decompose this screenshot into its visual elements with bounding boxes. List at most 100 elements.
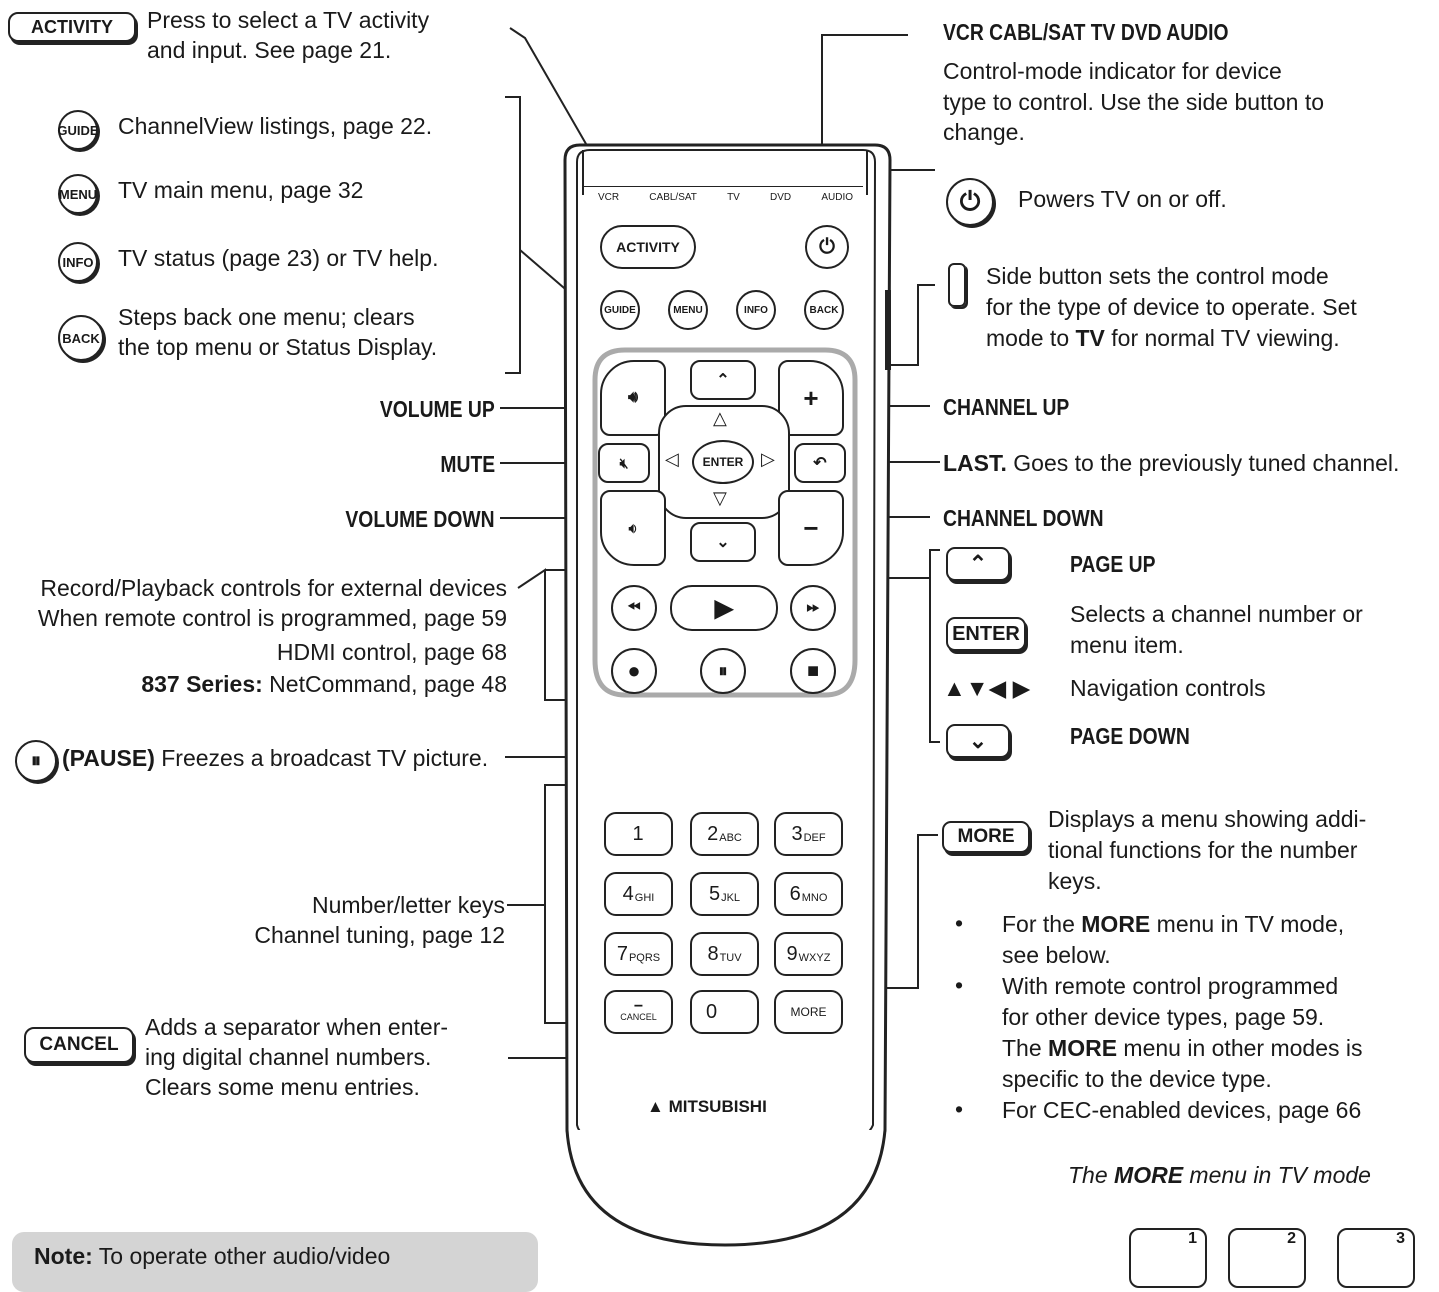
bullet-2-text-2: for other device types, page 59. <box>1002 1004 1325 1030</box>
menu-text: TV main menu, page 32 <box>118 177 364 203</box>
enter-text-2: menu item. <box>1070 632 1184 658</box>
bullet-2-text-4: specific to the device type. <box>1002 1066 1272 1092</box>
mode-vcr: VCR <box>598 192 620 203</box>
bullet-2-text-3: The MORE menu in other modes is <box>1002 1035 1363 1061</box>
activity-badge: ACTIVITY <box>8 12 136 42</box>
remote-mute-button[interactable]: 🔇︎ <box>598 443 650 483</box>
remote-power-button[interactable]: ⏻ <box>805 225 849 269</box>
record-text-2: When remote control is programmed, page … <box>37 605 507 631</box>
nav-down-icon[interactable]: ▽ <box>713 488 727 508</box>
nav-up-icon[interactable]: △ <box>713 408 727 428</box>
volume-up-label: VOLUME UP <box>380 396 495 422</box>
more-text-2: tional functions for the number <box>1048 837 1358 863</box>
guide-badge: GUIDE <box>57 110 99 150</box>
nav-arrows-icon: ▲▼◀ ▶ <box>943 675 1031 701</box>
remote-channel-down-button[interactable]: − <box>778 490 844 566</box>
mode-dvd: DVD <box>770 192 792 203</box>
remote-record-button[interactable]: ● <box>611 648 657 694</box>
mode-divider <box>583 186 863 187</box>
remote-back-button[interactable]: BACK <box>804 290 844 330</box>
mini-key-1: 1 <box>1129 1228 1207 1288</box>
guide-text: ChannelView listings, page 22. <box>118 113 433 139</box>
bullet-2: • <box>955 972 964 998</box>
remote-forward-button[interactable]: ⏩︎ <box>790 585 836 631</box>
number-keys-text-1: Number/letter keys <box>311 892 505 918</box>
page-down-label: PAGE DOWN <box>1070 723 1190 749</box>
remote-rewind-button[interactable]: ⏪︎ <box>611 585 657 631</box>
volume-down-label: VOLUME DOWN <box>345 506 495 532</box>
pause-icon: ⏸︎ <box>15 740 57 782</box>
remote-volume-down-button[interactable]: 🔉︎ <box>600 490 666 566</box>
number-keys-text-2: Channel tuning, page 12 <box>254 922 505 948</box>
remote-page-down-button[interactable]: ⌄ <box>690 522 756 562</box>
mini-key-2: 2 <box>1228 1228 1306 1288</box>
modes-desc-1: Control-mode indicator for device <box>943 58 1282 84</box>
nav-text: Navigation controls <box>1070 675 1266 701</box>
cancel-text-3: Clears some menu entries. <box>145 1074 420 1100</box>
remote-key-cancel[interactable]: −CANCEL <box>604 990 673 1034</box>
remote-last-button[interactable]: ↶ <box>794 443 846 483</box>
cancel-text-2: ing digital channel numbers. <box>145 1044 432 1070</box>
bullet-1-text-1: For the MORE menu in TV mode, <box>1002 911 1345 937</box>
channel-down-label: CHANNEL DOWN <box>943 505 1104 531</box>
side-button-icon <box>948 263 966 307</box>
bullet-3: • <box>955 1096 964 1122</box>
remote-guide-button[interactable]: GUIDE <box>600 290 640 330</box>
remote-page-up-button[interactable]: ⌃ <box>690 360 756 400</box>
nav-left-icon[interactable]: ◁ <box>665 449 679 469</box>
remote-activity-button[interactable]: ACTIVITY <box>600 225 696 269</box>
remote-key-1[interactable]: 1 <box>604 812 673 856</box>
remote-key-more[interactable]: MORE <box>774 990 843 1034</box>
page-down-badge: ⌄ <box>946 724 1010 758</box>
bullet-2-text-1: With remote control programmed <box>1002 973 1339 999</box>
note-text: Note: To operate other audio/video <box>34 1243 391 1269</box>
cancel-badge: CANCEL <box>24 1027 134 1063</box>
bullet-3-text: For CEC-enabled devices, page 66 <box>1002 1097 1362 1123</box>
record-text-4: 837 Series: NetCommand, page 48 <box>141 671 507 697</box>
info-badge: INFO <box>58 242 98 282</box>
record-text-1: Record/Playback controls for external de… <box>40 575 507 601</box>
brand-name: MITSUBISHI <box>668 1097 767 1116</box>
side-text-3: mode to TV for normal TV viewing. <box>986 325 1340 351</box>
page-up-label: PAGE UP <box>1070 551 1156 577</box>
remote-stop-button[interactable]: ■ <box>790 648 836 694</box>
more-badge: MORE <box>942 821 1030 853</box>
bullet-1-text-2: see below. <box>1002 942 1111 968</box>
mode-indicator-row: VCR CABL/SAT TV DVD AUDIO <box>598 192 853 203</box>
remote-enter-button[interactable]: ENTER <box>692 440 754 484</box>
brand-logo: ▲ MITSUBISHI <box>647 1097 767 1117</box>
mute-label: MUTE <box>440 451 495 477</box>
nav-right-icon[interactable]: ▷ <box>761 449 775 469</box>
mode-audio: AUDIO <box>821 192 853 203</box>
remote-volume-up-button[interactable]: 🔊︎ <box>600 360 666 436</box>
modes-title: VCR CABL/SAT TV DVD AUDIO <box>943 19 1229 45</box>
back-text-2: the top menu or Status Display. <box>118 334 438 360</box>
power-icon: ⏻ <box>946 178 994 226</box>
note-box: Note: To operate other audio/video <box>12 1232 538 1292</box>
activity-text-1: Press to select a TV activity <box>147 7 430 33</box>
remote-play-button[interactable]: ▶ <box>670 585 778 631</box>
power-text: Powers TV on or off. <box>1018 186 1227 212</box>
remote-channel-up-button[interactable]: + <box>778 360 844 436</box>
mode-cablsat: CABL/SAT <box>649 192 697 203</box>
menu-badge: MENU <box>58 174 98 214</box>
more-text-3: keys. <box>1048 868 1102 894</box>
remote-pause-button[interactable]: ⏸︎ <box>700 648 746 694</box>
more-menu-caption: The MORE menu in TV mode <box>1068 1162 1371 1188</box>
side-text-2: for the type of device to operate. Set <box>986 294 1357 320</box>
remote-info-button[interactable]: INFO <box>736 290 776 330</box>
remote-menu-button[interactable]: MENU <box>668 290 708 330</box>
enter-text-1: Selects a channel number or <box>1070 601 1363 627</box>
activity-text-2: and input. See page 21. <box>147 37 392 63</box>
record-text-3: HDMI control, page 68 <box>276 639 507 665</box>
remote-key-0[interactable]: 0 <box>690 990 759 1034</box>
bullet-1: • <box>955 910 964 936</box>
